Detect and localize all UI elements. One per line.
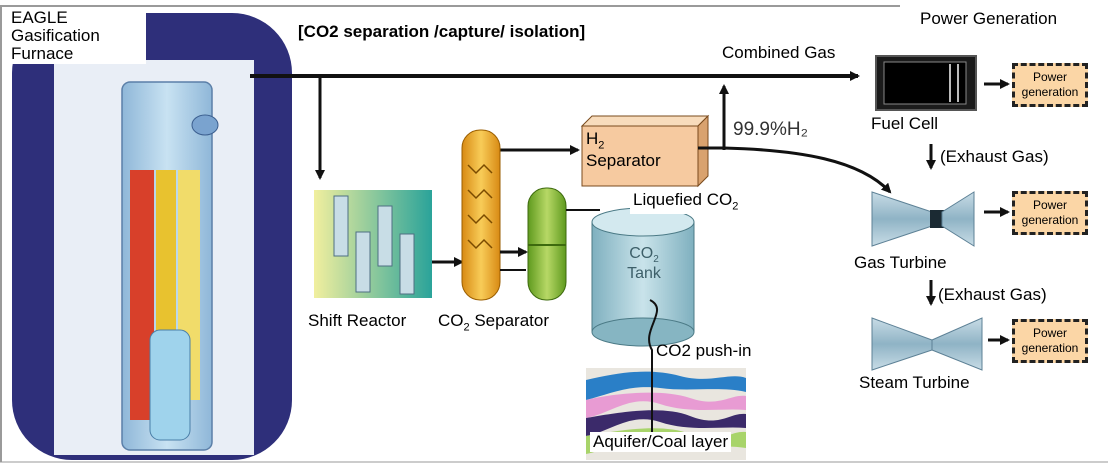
steam-turbine-right [931,317,983,371]
furnace-label: EAGLE Gasification Furnace [8,8,146,64]
liquefied-co2-label: Liquefied CO2 [630,190,742,214]
furnace-label-line-2: Gasification [11,25,100,45]
shift-reactor-label: Shift Reactor [308,311,407,330]
h2-separator-sub: 2 [598,139,605,152]
shift-tube-3 [377,205,393,267]
exhaust-gas-label-2: (Exhaust Gas) [938,285,1047,304]
gas-turbine-shaft [930,210,944,228]
fuel-cell-label: Fuel Cell [868,114,942,134]
power-generation-title: Power Generation [920,9,1058,28]
power-generation-box-2: Power generation [1012,191,1088,235]
h2-separator-word: Separator [586,150,661,170]
section-title: [CO2 separation /capture/ isolation] [298,22,586,41]
h2-separator-h: H [586,129,599,148]
gas-turbine-right [941,191,975,247]
shift-tube-4 [399,233,415,295]
stratum-blue [586,371,746,400]
h2-separator-label: H2 Separator [586,130,661,170]
stratum-pink [586,392,746,418]
h2-separator-box [581,125,699,187]
power-generation-box-3: Power generation [1012,319,1088,363]
furnace-label-line-1: EAGLE [11,8,68,27]
steam-turbine-left [871,317,933,371]
h2-purity-label: 99.9%H₂ [733,119,808,140]
power-generation-box-1: Power generation [1012,63,1088,107]
fuel-cell-screen [883,61,967,105]
pipe-tank-to-aquifer [648,299,658,410]
exhaust-gas-label-1: (Exhaust Gas) [940,147,1049,166]
co2-absorption-column [461,129,501,301]
co2-push-in-label: CO2 push-in [656,341,752,360]
gas-turbine-left [871,191,933,247]
h2-separator-top [580,115,710,127]
co2-tank-label: CO2 Tank [627,245,661,282]
combined-gas-label: Combined Gas [722,43,836,62]
co2-tank-body [591,221,695,333]
co2-separator-label: CO2 Separator [438,311,550,334]
h2-separator-side [697,114,709,188]
aquifer-label: Aquifer/Coal layer [590,432,732,452]
co2-tank-bottom [591,317,695,347]
steam-turbine-label: Steam Turbine [856,373,973,393]
shift-tube-1 [333,195,349,257]
pipe-h2-to-gas-turbine [723,146,892,194]
furnace-bottom [149,329,191,441]
shift-tube-2 [355,231,371,293]
stratum-dark [586,410,746,436]
furnace-label-line-3: Furnace [11,43,74,63]
gas-turbine-label: Gas Turbine [854,253,947,272]
furnace-nozzle [191,114,219,136]
column-packing [467,163,493,250]
